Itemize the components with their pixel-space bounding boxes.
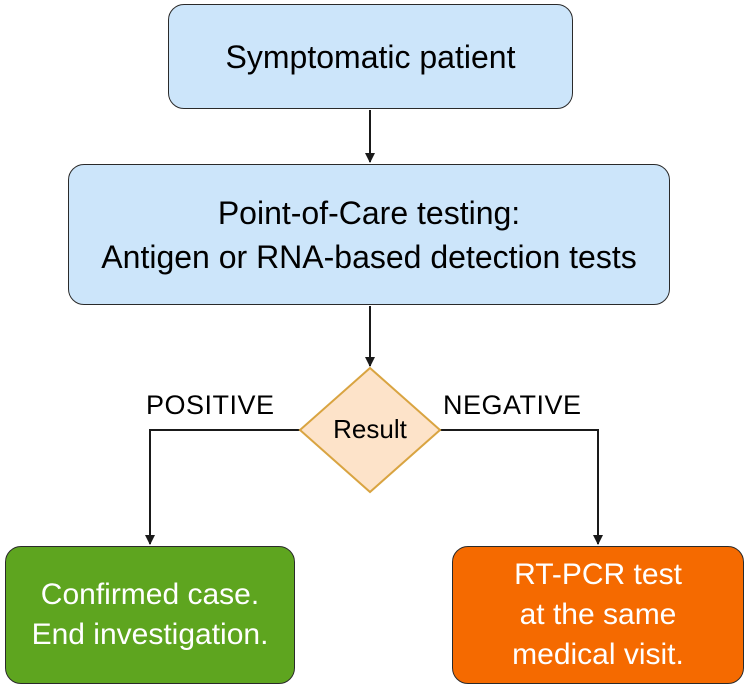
confirmed-case-line-2: End investigation. (31, 618, 269, 651)
positive-edge-label: POSITIVE (146, 390, 275, 420)
rt-pcr-line-2: at the same (519, 598, 677, 631)
confirmed-case-line-1: Confirmed case. (40, 578, 260, 611)
result-diamond (298, 366, 442, 494)
symptomatic-patient-node: Symptomatic patient (168, 4, 573, 109)
point-of-care-line-1: Point-of-Care testing: (217, 194, 521, 231)
result-label: Result (333, 414, 407, 444)
point-of-care-line-2: Antigen or RNA-based detection tests (101, 238, 637, 275)
rt-pcr-line-1: RT-PCR test (514, 558, 682, 591)
confirmed-case-node: Confirmed case. End investigation. (5, 546, 295, 684)
symptomatic-patient-label: Symptomatic patient (225, 38, 516, 75)
rt-pcr-line-3: medical visit. (512, 638, 684, 671)
rt-pcr-test-node: RT-PCR test at the same medical visit. (452, 546, 744, 684)
point-of-care-testing-node: Point-of-Care testing: Antigen or RNA-ba… (68, 164, 670, 305)
negative-edge-label: NEGATIVE (443, 390, 582, 420)
arrow-result-to-confirmed (145, 429, 300, 545)
arrow-result-to-rtpcr (440, 429, 603, 545)
